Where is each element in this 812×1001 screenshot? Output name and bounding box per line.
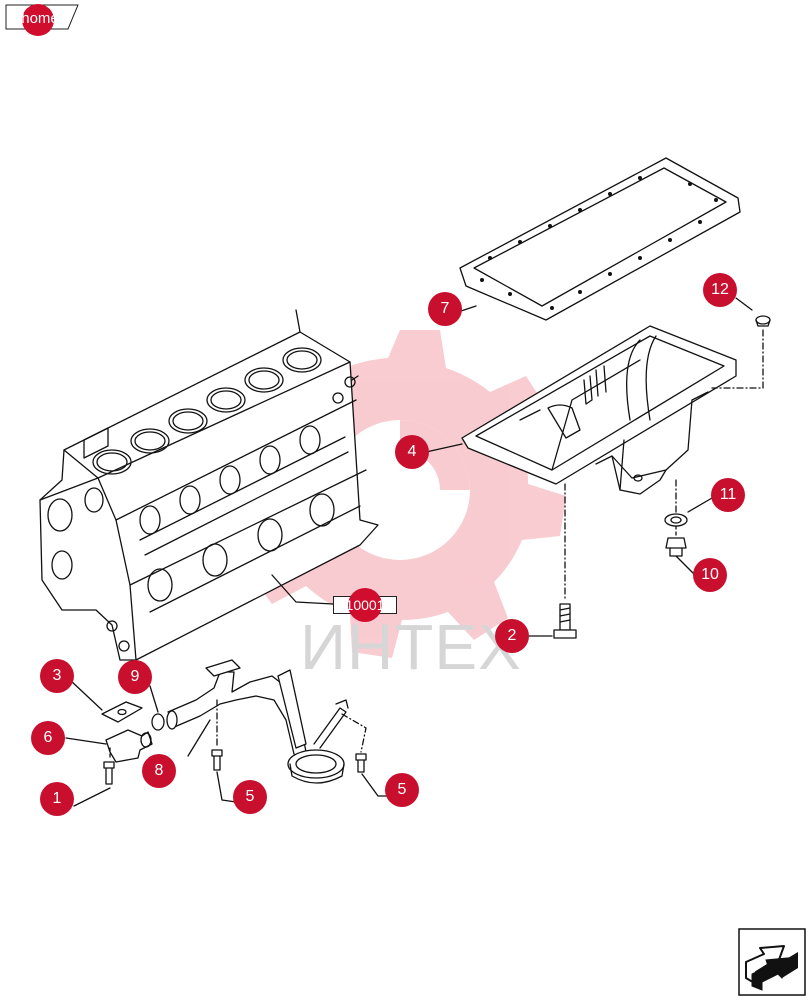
pan-bolt <box>553 603 577 639</box>
bracket-bolt-right <box>355 753 367 773</box>
callout-3[interactable]: 3 <box>40 659 74 693</box>
reference-dot <box>348 588 382 622</box>
callout-1[interactable]: 1 <box>40 782 74 816</box>
reference-leader <box>271 574 334 605</box>
elbow-fitting <box>105 729 153 763</box>
next-page-button[interactable] <box>738 928 806 996</box>
engine-block <box>39 309 379 661</box>
callout-5b[interactable]: 5 <box>385 773 419 807</box>
oil-pan-gasket <box>459 157 741 321</box>
reference-label: 10001 <box>345 597 385 613</box>
o-ring <box>151 713 165 731</box>
drain-plug <box>665 537 687 557</box>
tube-gasket-plate <box>101 701 143 723</box>
drain-plug-small <box>755 315 771 327</box>
bracket-bolt-left <box>211 749 223 771</box>
callout-11[interactable]: 11 <box>711 478 745 512</box>
callout-5a[interactable]: 5 <box>233 780 267 814</box>
oil-suction-tube <box>166 659 349 784</box>
elbow-screw <box>103 761 115 785</box>
callout-10[interactable]: 10 <box>693 558 727 592</box>
watermark-text: ИНТЕХ <box>300 611 522 683</box>
arrow-next-icon <box>738 928 806 996</box>
reference-link[interactable]: 10001 <box>333 588 397 622</box>
callout-6[interactable]: 6 <box>31 721 65 755</box>
home-dot <box>22 4 54 36</box>
sealing-washer <box>664 513 688 527</box>
callout-9[interactable]: 9 <box>118 660 152 694</box>
home-button[interactable]: home <box>4 4 78 36</box>
home-label: home <box>21 10 59 27</box>
oil-pan <box>461 325 737 495</box>
callout-2[interactable]: 2 <box>495 619 529 653</box>
callout-4[interactable]: 4 <box>395 435 429 469</box>
callout-7[interactable]: 7 <box>428 292 462 326</box>
callout-12[interactable]: 12 <box>703 273 737 307</box>
callout-8[interactable]: 8 <box>142 754 176 788</box>
